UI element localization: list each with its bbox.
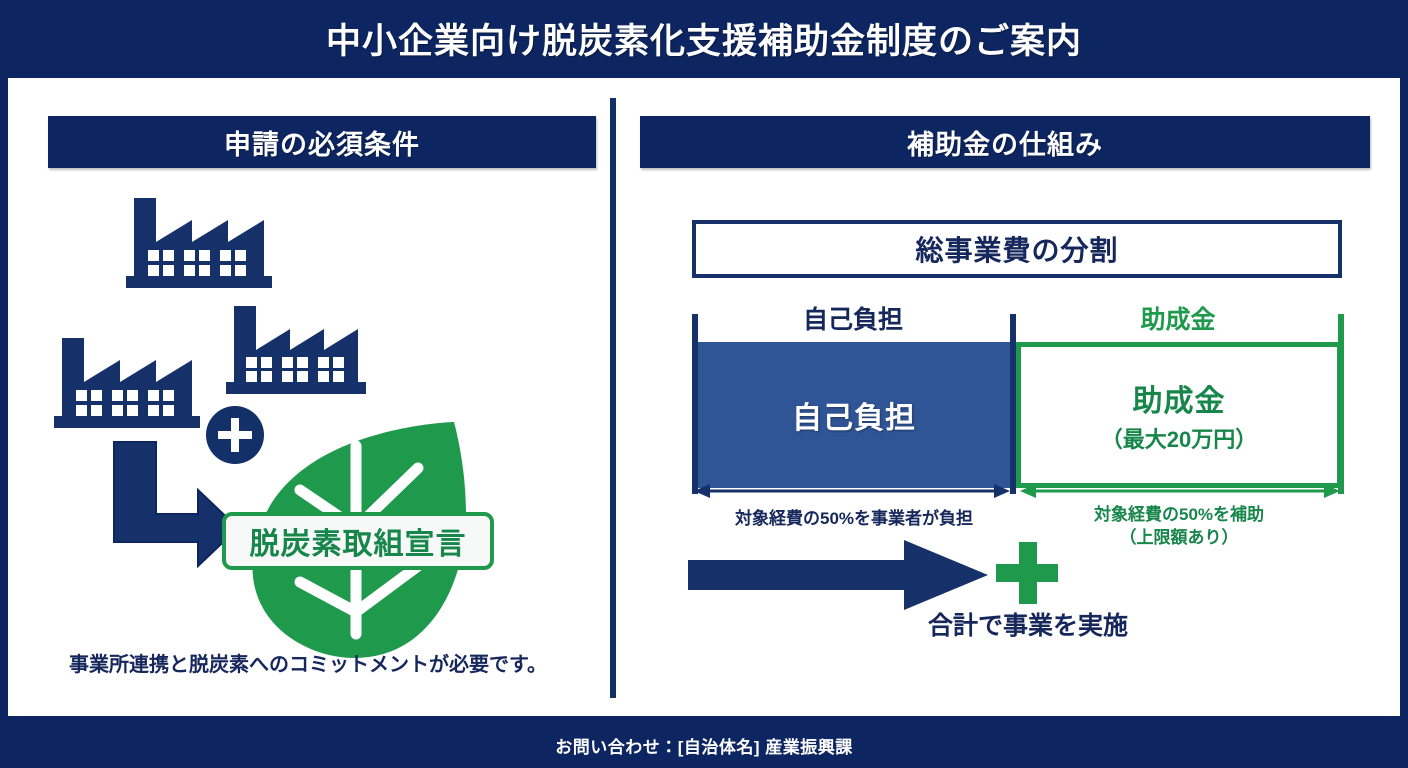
caption-self-burden: 自己負担 (802, 306, 903, 334)
plus-circle-icon (206, 406, 264, 464)
footer-contact-text: お問い合わせ：[自治体名] 産業振興課 (555, 737, 853, 757)
tick-middle (1010, 314, 1016, 494)
total-cost-label: 総事業費の分割 (915, 235, 1119, 266)
note-self-burden: 対象経費の50%を事業者が負担 (734, 509, 974, 528)
note-grant: 対象経費の50%を補助 （上限額あり） (1016, 504, 1342, 550)
factory-icons-svg (54, 198, 366, 428)
elbow-arrow-icon (106, 438, 246, 569)
declaration-label: 脱炭素取組宣言 (249, 528, 467, 561)
factory-icon-bottom-left (54, 338, 200, 428)
factory-icon-top (126, 198, 272, 288)
note-grant-line2: （上限額あり） (1119, 527, 1239, 547)
factory-group (48, 188, 378, 464)
measure-arrow-self (694, 484, 1010, 498)
declaration-badge: 脱炭素取組宣言 (222, 512, 494, 570)
right-panel-header-label: 補助金の仕組み (907, 129, 1103, 160)
measure-arrow-grant (1020, 484, 1340, 498)
leaf-badge: 脱炭素取組宣言 (204, 416, 524, 666)
right-panel-header: 補助金の仕組み (640, 116, 1370, 168)
bar-self-burden: 自己負担 (698, 342, 1010, 488)
left-panel-header-label: 申請の必須条件 (224, 129, 420, 160)
bar-self-burden-label: 自己負担 (792, 402, 916, 435)
title-bar: 中小企業向け脱炭素化支援補助金制度のご案内 (0, 0, 1408, 76)
right-arrow-icon (688, 540, 988, 610)
measure-arrows (694, 484, 1340, 498)
total-cost-box: 総事業費の分割 (692, 220, 1342, 278)
plus-icon (994, 540, 1060, 606)
left-panel-header: 申請の必須条件 (48, 116, 596, 168)
page-title: 中小企業向け脱炭素化支援補助金制度のご案内 (325, 21, 1082, 61)
footer-bar: お問い合わせ：[自治体名] 産業振興課 (0, 722, 1408, 768)
content-canvas: 申請の必須条件 補助金の仕組み (8, 78, 1400, 716)
caption-grant: 助成金 (1140, 306, 1216, 334)
bar-grant: 助成金 （最大20万円） (1016, 342, 1342, 488)
bar-grant-sublabel: （最大20万円） (1100, 427, 1258, 452)
factory-icon-bottom-right (226, 306, 366, 394)
total-execution-note: 合計で事業を実施 (927, 612, 1128, 640)
panel-divider (610, 98, 616, 698)
tick-left (692, 314, 698, 494)
note-grant-line1: 対象経費の50%を補助 (1093, 505, 1265, 524)
bar-grant-label: 助成金 (1132, 385, 1226, 418)
left-panel-note: 事業所連携と脱炭素へのコミットメントが必要です。 (69, 654, 547, 676)
